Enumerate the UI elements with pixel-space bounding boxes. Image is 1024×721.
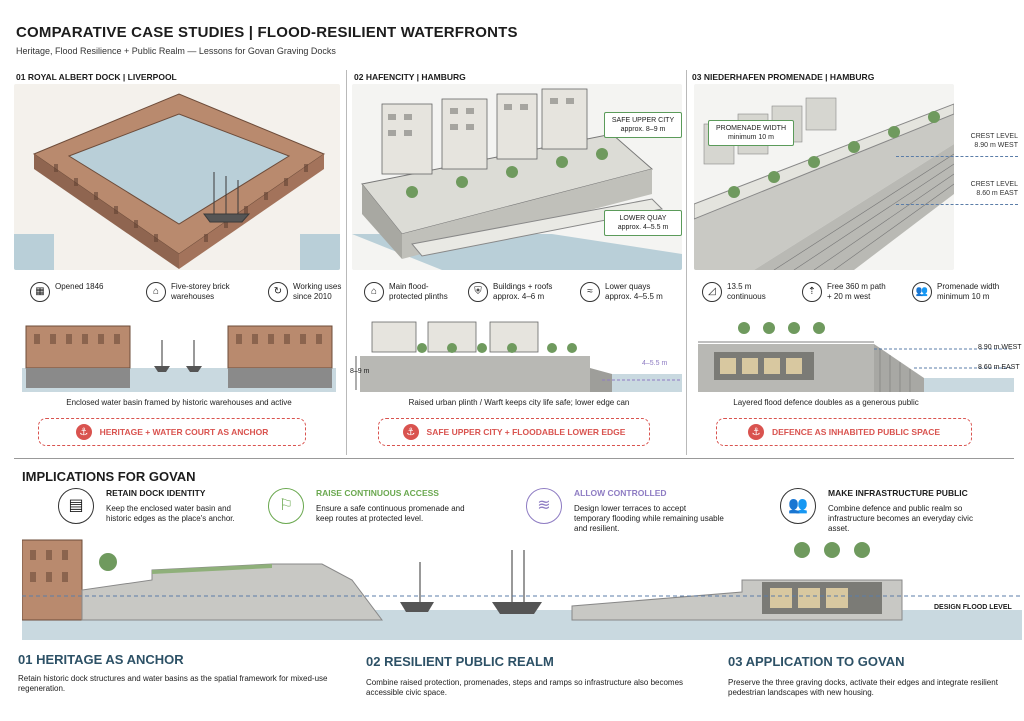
stat-warehouses: ⌂Five-storey brick warehouses (146, 282, 242, 302)
section-label-right: 4–5.5 m (642, 360, 668, 367)
wave-icon: ≋ (526, 488, 562, 524)
case-caption-3: Layered flood defence doubles as a gener… (733, 398, 919, 407)
label-lower-quay: LOWER QUAY approx. 4–5.5 m (604, 210, 682, 236)
section-label-west: 8.90 m WEST (978, 344, 1022, 351)
label-crest-east: CREST LEVEL 8.60 m EAST (970, 181, 1018, 197)
implication-text: Combine defence and public realm so infr… (828, 504, 973, 533)
page-title: COMPARATIVE CASE STUDIES | FLOOD-RESILIE… (16, 24, 518, 41)
column-divider (346, 70, 347, 455)
implication-text: Keep the enclosed water basin and histor… (106, 504, 235, 523)
warehouse-icon: ⌂ (146, 282, 166, 302)
implication-heading: MAKE INFRASTRUCTURE PUBLIC (828, 488, 968, 498)
hafencity-illustration (352, 84, 682, 270)
implication-heading: RETAIN DOCK IDENTITY (106, 488, 206, 498)
bottom-text-3: Preserve the three graving docks, activa… (728, 678, 998, 697)
case-heading-2: 02 HAFENCITY | HAMBURG (354, 72, 466, 82)
access-icon: ⚐ (268, 488, 304, 524)
implication-3: ≋ ALLOW CONTROLLED Design lower terraces … (526, 488, 736, 534)
label-crest-west: CREST LEVEL 8.90 m WEST (970, 133, 1018, 149)
crest-west-line (896, 156, 1018, 157)
royal-albert-dock-illustration (14, 84, 340, 270)
page-subtitle: Heritage, Flood Resilience + Public Real… (16, 46, 336, 56)
stat-working-uses: ↻Working uses since 2010 (268, 282, 358, 302)
case-heading-1: 01 ROYAL ALBERT DOCK | LIVERPOOL (16, 72, 177, 82)
section-label-left: 8–9 m (350, 368, 370, 375)
ramp-icon: ◿ (702, 282, 722, 302)
stat-plinths: ⌂Main flood-protected plinths (364, 282, 452, 302)
implications-title: IMPLICATIONS FOR GOVAN (22, 469, 196, 484)
bottom-heading-3: 03 APPLICATION TO GOVAN (728, 654, 905, 669)
stat-continuous: ◿13.5 m continuous (702, 282, 782, 302)
govan-panorama-illustration (21, 520, 1022, 640)
people-icon: 👥 (780, 488, 816, 524)
bottom-text-2: Combine raised protection, promenades, s… (366, 678, 684, 697)
brick-icon: ▤ (58, 488, 94, 524)
section-divider (14, 458, 1014, 459)
crest-east-line (896, 204, 1018, 205)
anchor-icon: ⚓ (75, 424, 92, 440)
stat-free-path: ⇡Free 360 m path + 20 m west (802, 282, 892, 302)
section-label-east: 8.60 m EAST (978, 364, 1020, 371)
arrow-wave-icon: ⇡ (802, 282, 822, 302)
royal-albert-dock-section (22, 318, 336, 392)
stat-buildings: ⛨Buildings + roofs approx. 4–6 m (468, 282, 564, 302)
wave-icon: ≈ (580, 282, 600, 302)
design-flood-level-label: DESIGN FLOOD LEVEL (934, 604, 1012, 611)
case-badge-3: ⚓ DEFENCE AS INHABITED PUBLIC SPACE (716, 418, 972, 446)
niederhafen-illustration (694, 84, 954, 270)
implication-2: ⚐ RAISE CONTINUOUS ACCESS Ensure a safe c… (268, 488, 478, 524)
house-icon: ⌂ (364, 282, 384, 302)
stat-promenade-width: 👥Promenade width minimum 10 m (912, 282, 1008, 302)
shield-icon: ⛨ (468, 282, 488, 302)
anchor-icon: ⚓ (402, 424, 419, 440)
bottom-text-1: Retain historic dock structures and wate… (18, 674, 328, 693)
case-stats-1: ▦Opened 1846 ⌂Five-storey brick warehous… (30, 282, 358, 302)
implication-text: Design lower terraces to accept temporar… (574, 504, 724, 533)
case-caption-1: Enclosed water basin framed by historic … (66, 398, 292, 407)
label-promenade-width: PROMENADE WIDTH minimum 10 m (708, 120, 794, 146)
niederhafen-section (694, 318, 1014, 392)
label-safe-upper-city: SAFE UPPER CITY approx. 8–9 m (604, 112, 682, 138)
anchor-icon: ⚓ (747, 424, 764, 440)
case-stats-3: ◿13.5 m continuous ⇡Free 360 m path + 20… (702, 282, 1008, 302)
people-icon: 👥 (912, 282, 932, 302)
stat-lower-quays: ≈Lower quays approx. 4–5.5 m (580, 282, 674, 302)
stat-opened: ▦Opened 1846 (30, 282, 120, 302)
case-heading-3: 03 NIEDERHAFEN PROMENADE | HAMBURG (692, 72, 875, 82)
column-divider (686, 70, 687, 455)
case-caption-2: Raised urban plinth / Warft keeps city l… (408, 398, 630, 407)
case-badge-2: ⚓ SAFE UPPER CITY + FLOODABLE LOWER EDGE (378, 418, 650, 446)
bottom-heading-1: 01 HERITAGE AS ANCHOR (18, 652, 184, 667)
bottom-heading-2: 02 RESILIENT PUBLIC REALM (366, 654, 554, 669)
implication-1: ▤ RETAIN DOCK IDENTITY Keep the enclosed … (58, 488, 238, 524)
implication-heading: RAISE CONTINUOUS ACCESS (316, 488, 439, 498)
cycle-icon: ↻ (268, 282, 288, 302)
case-badge-1: ⚓ HERITAGE + WATER COURT AS ANCHOR (38, 418, 306, 446)
implication-heading: ALLOW CONTROLLED (574, 488, 667, 498)
implication-4: 👥 MAKE INFRASTRUCTURE PUBLIC Combine defe… (780, 488, 1000, 534)
case-stats-2: ⌂Main flood-protected plinths ⛨Buildings… (364, 282, 674, 302)
calendar-icon: ▦ (30, 282, 50, 302)
hafencity-section (352, 318, 682, 392)
implication-text: Ensure a safe continuous promenade and k… (316, 504, 465, 523)
